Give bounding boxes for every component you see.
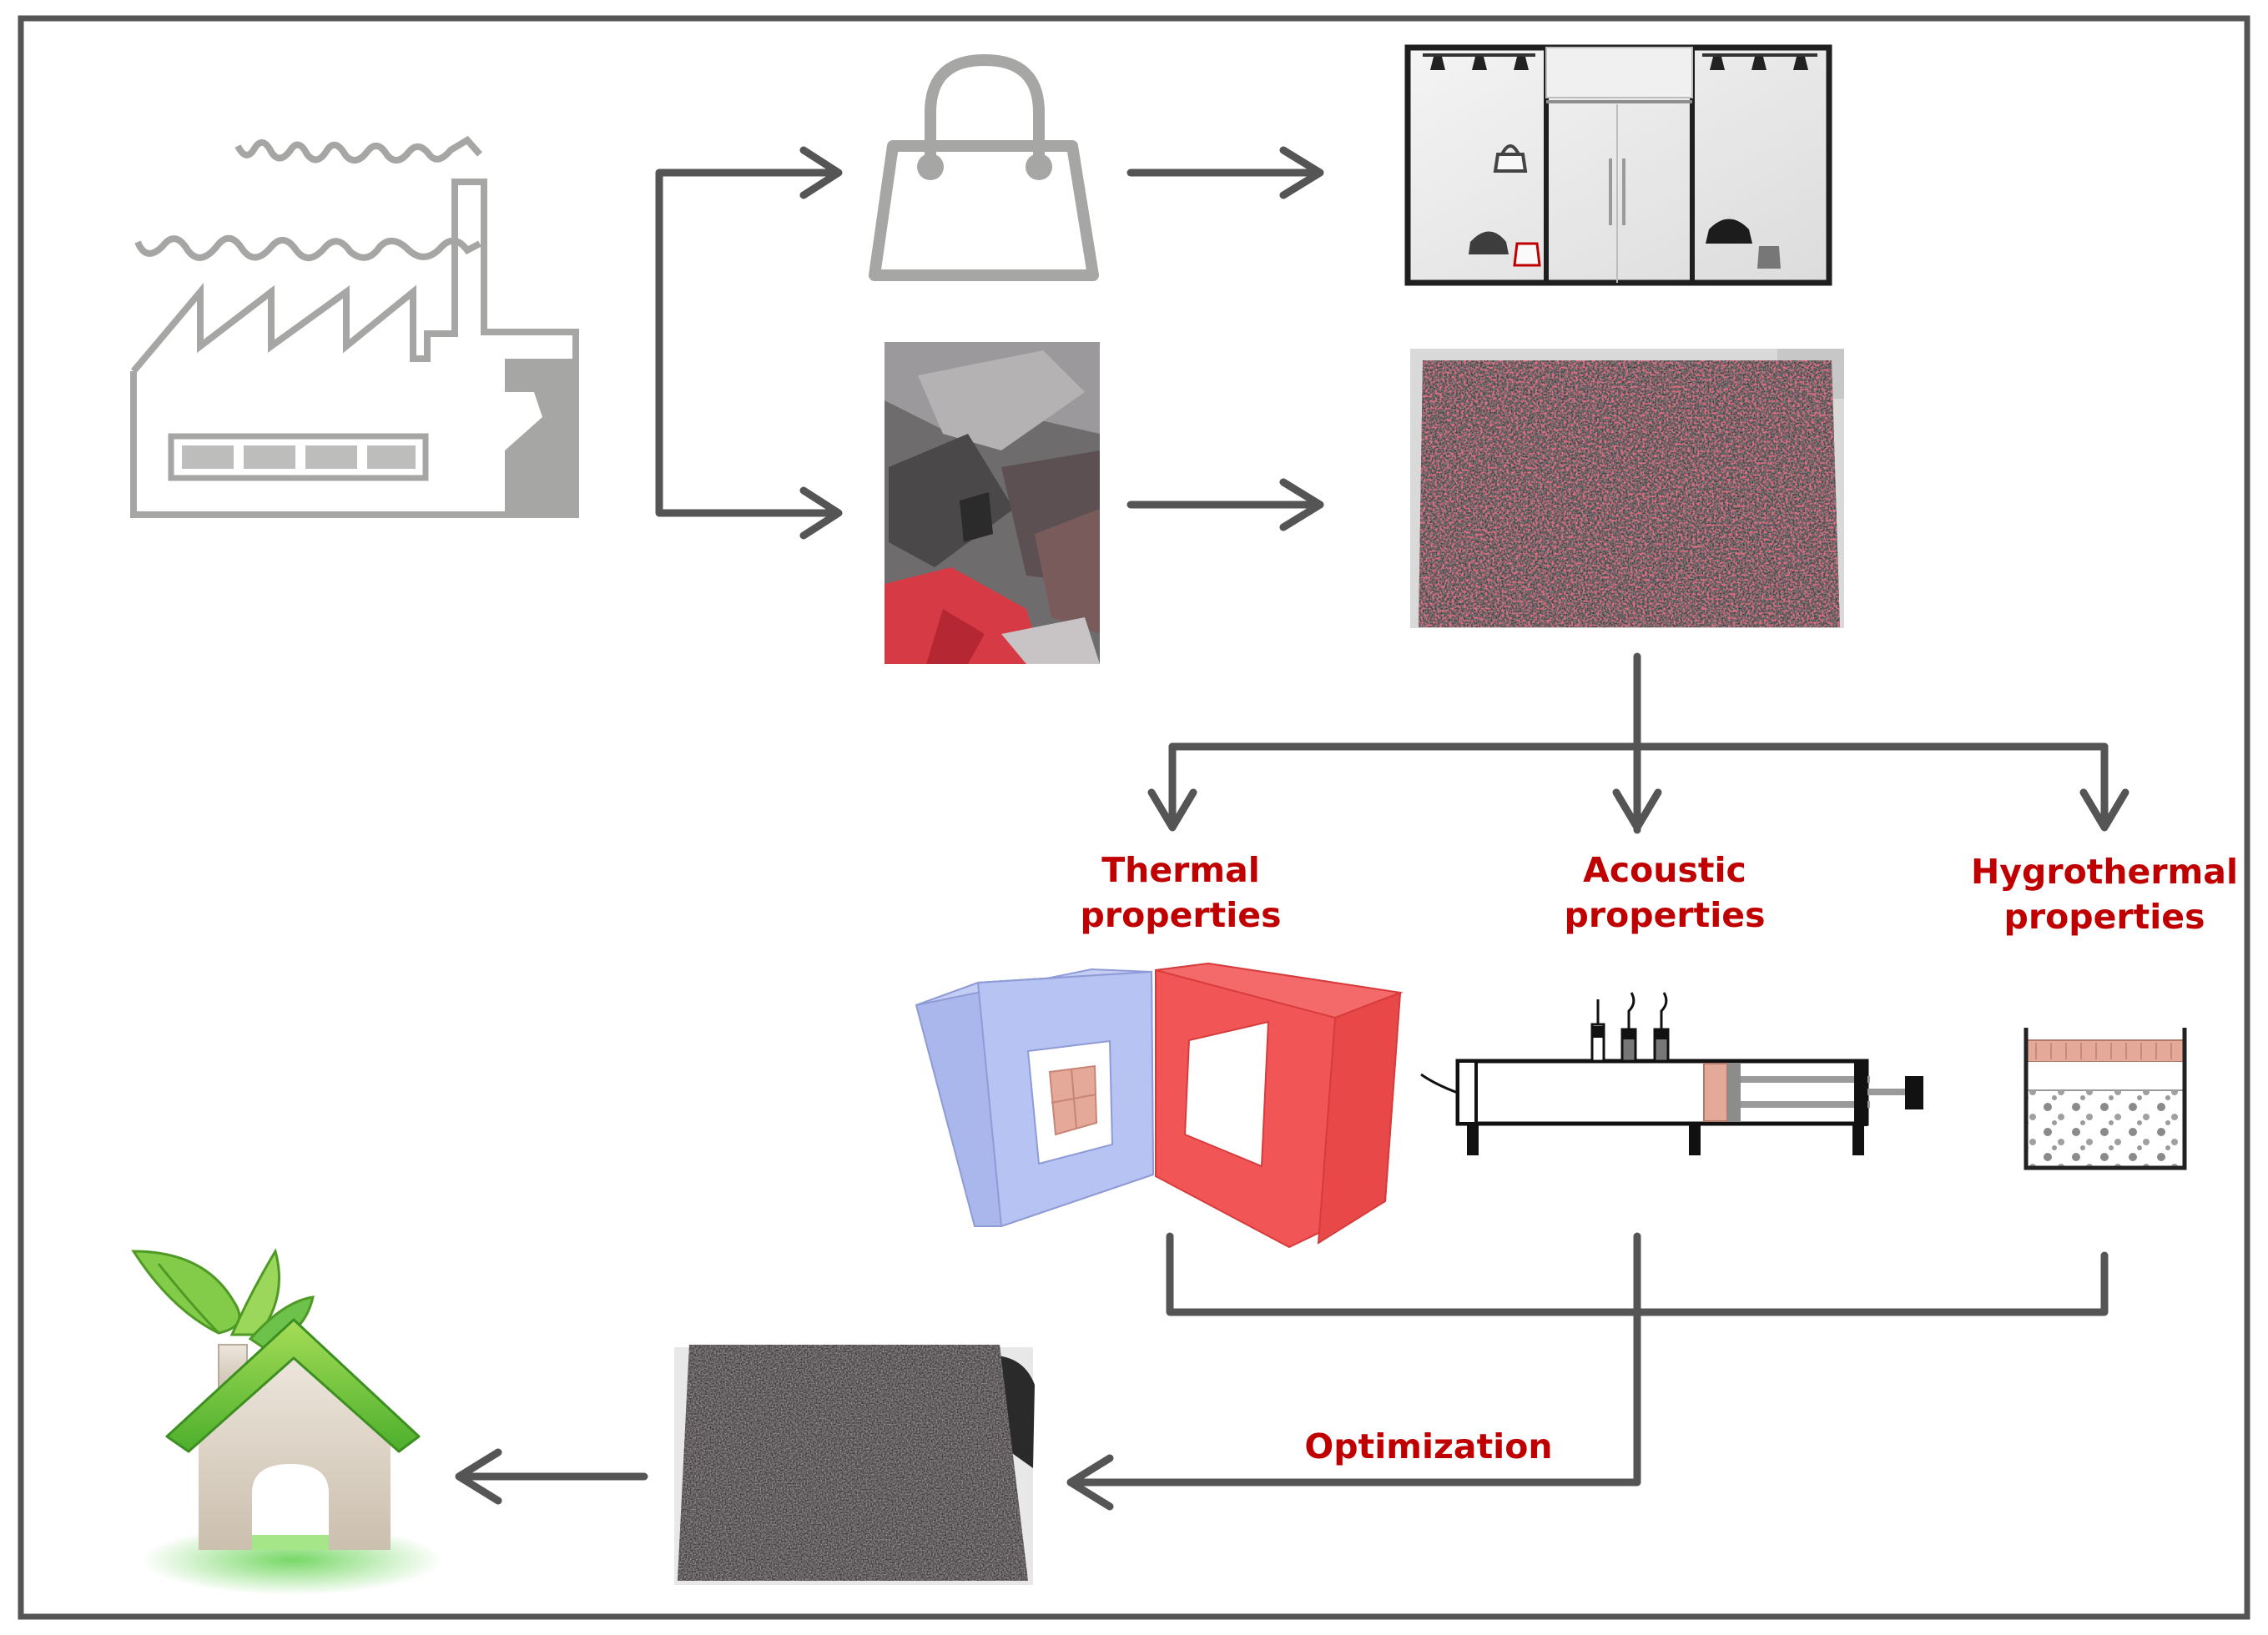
hot-box-icon — [915, 962, 1404, 1249]
diagram-border — [18, 15, 2250, 1620]
thermal-label-line1: Thermal — [1101, 850, 1260, 890]
hygro-label-line2: properties — [2004, 897, 2205, 937]
cup-test-icon — [2024, 1028, 2187, 1170]
merge-arrow — [1066, 1232, 2109, 1511]
panel-photo — [1410, 349, 1844, 628]
hygro-label-line1: Hygrothermal — [1971, 852, 2238, 892]
split-arrow — [655, 146, 843, 540]
arrow-to-house — [455, 1448, 648, 1505]
impedance-tube-icon — [1420, 992, 1923, 1155]
thermal-label-line2: properties — [1081, 895, 1282, 935]
eco-house-icon — [131, 1248, 442, 1595]
shopping-bag-icon — [869, 53, 1099, 281]
final-panel-photo — [674, 1345, 1035, 1585]
optimization-label: Optimization — [1304, 1426, 1552, 1466]
arrow-scraps-to-panel — [1126, 478, 1324, 531]
leather-scraps-photo — [885, 342, 1100, 664]
split-to-properties — [1147, 652, 2129, 834]
factory-icon — [130, 135, 579, 518]
shop-window-icon — [1404, 44, 1832, 286]
acoustic-label-line2: properties — [1565, 895, 1766, 935]
arrow-bag-to-shop — [1126, 146, 1324, 199]
acoustic-label-line1: Acoustic — [1583, 850, 1746, 890]
